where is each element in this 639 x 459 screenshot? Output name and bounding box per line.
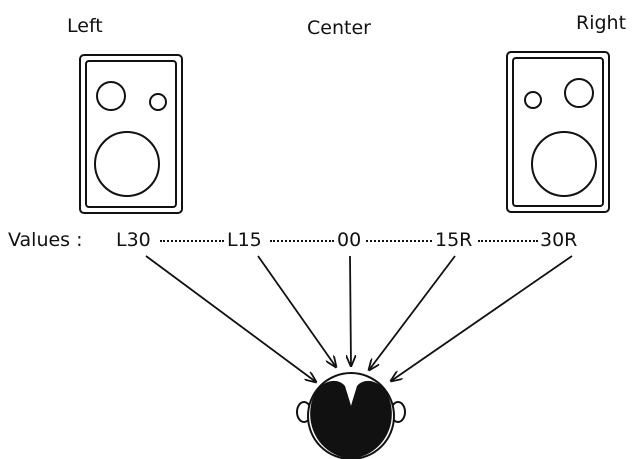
- listener-head-icon: [296, 372, 406, 459]
- arrow-l15: [257, 255, 336, 367]
- value-l30: L30: [116, 229, 151, 251]
- right-label: Right: [576, 12, 627, 34]
- arrow-l30: [145, 255, 316, 382]
- dotted-connector: [270, 240, 334, 242]
- right-speaker-icon: [506, 51, 610, 213]
- arrow-15r: [369, 255, 456, 370]
- center-label: Center: [307, 17, 371, 39]
- left-speaker-icon: [79, 54, 183, 214]
- arrow-00: [350, 255, 351, 366]
- values-prefix: Values :: [8, 229, 83, 251]
- direction-arrows: [145, 255, 573, 382]
- left-label: Left: [67, 15, 103, 37]
- value-00: 00: [337, 229, 362, 251]
- dotted-connector: [478, 240, 538, 242]
- value-15r: 15R: [435, 229, 473, 251]
- value-30r: 30R: [540, 229, 578, 251]
- dotted-connector: [366, 240, 432, 242]
- dotted-connector: [160, 240, 224, 242]
- arrow-30r: [391, 255, 573, 381]
- value-l15: L15: [227, 229, 262, 251]
